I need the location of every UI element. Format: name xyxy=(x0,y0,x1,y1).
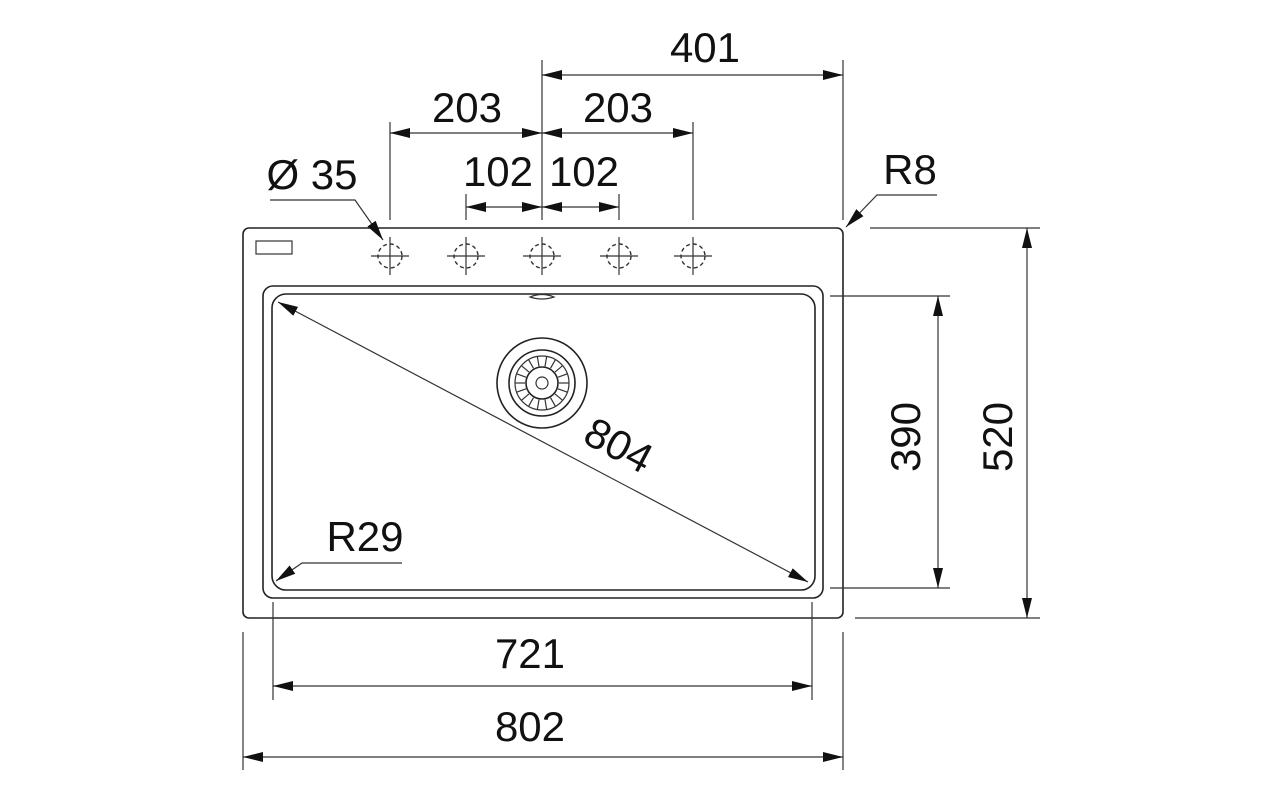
faucet-hole xyxy=(600,237,638,275)
bowl-outer xyxy=(262,285,824,599)
drain-spoke xyxy=(557,373,568,378)
label-plate xyxy=(255,240,293,255)
drain-spoke xyxy=(516,373,527,378)
dim-390-label: 390 xyxy=(882,402,929,472)
faucet-holes xyxy=(371,237,712,275)
faucet-hole xyxy=(447,237,485,275)
drain-spoke xyxy=(520,365,530,373)
outer-radius-label: R8 xyxy=(883,146,937,193)
sink-outline xyxy=(242,227,844,619)
drain-spoke xyxy=(544,356,548,367)
dim-802-label: 802 xyxy=(495,703,565,750)
drain-spoke xyxy=(520,393,530,401)
dim-203-left-label: 203 xyxy=(432,84,502,131)
drain-spoke xyxy=(544,399,548,410)
drain-spoke xyxy=(527,397,535,407)
faucet-hole xyxy=(523,237,561,275)
faucet-hole xyxy=(371,237,409,275)
diagonal-dimension xyxy=(277,301,809,583)
overflow xyxy=(528,293,556,300)
dim-721-label: 721 xyxy=(495,630,565,677)
drain-spoke xyxy=(554,393,564,401)
drain-spoke xyxy=(557,388,568,393)
dim-520-label: 520 xyxy=(974,402,1021,472)
dim-401-label: 401 xyxy=(670,24,740,71)
dim-102-right-label: 102 xyxy=(549,148,619,195)
bowl-radius-label: R29 xyxy=(326,513,403,560)
drain-spoke xyxy=(527,359,535,369)
dim-203-right-label: 203 xyxy=(583,84,653,131)
drain-spoke xyxy=(549,359,557,369)
dim-102-left-label: 102 xyxy=(463,148,533,195)
diagonal-label: 804 xyxy=(577,408,661,482)
drain-spoke xyxy=(549,397,557,407)
faucet-hole xyxy=(674,237,712,275)
hole-diameter-label: Ø 35 xyxy=(266,151,357,198)
drain-spoke xyxy=(536,356,540,367)
drain-icon xyxy=(496,337,588,429)
drain-spoke xyxy=(516,388,527,393)
drain-spoke xyxy=(554,365,564,373)
drain-spoke xyxy=(536,399,540,410)
